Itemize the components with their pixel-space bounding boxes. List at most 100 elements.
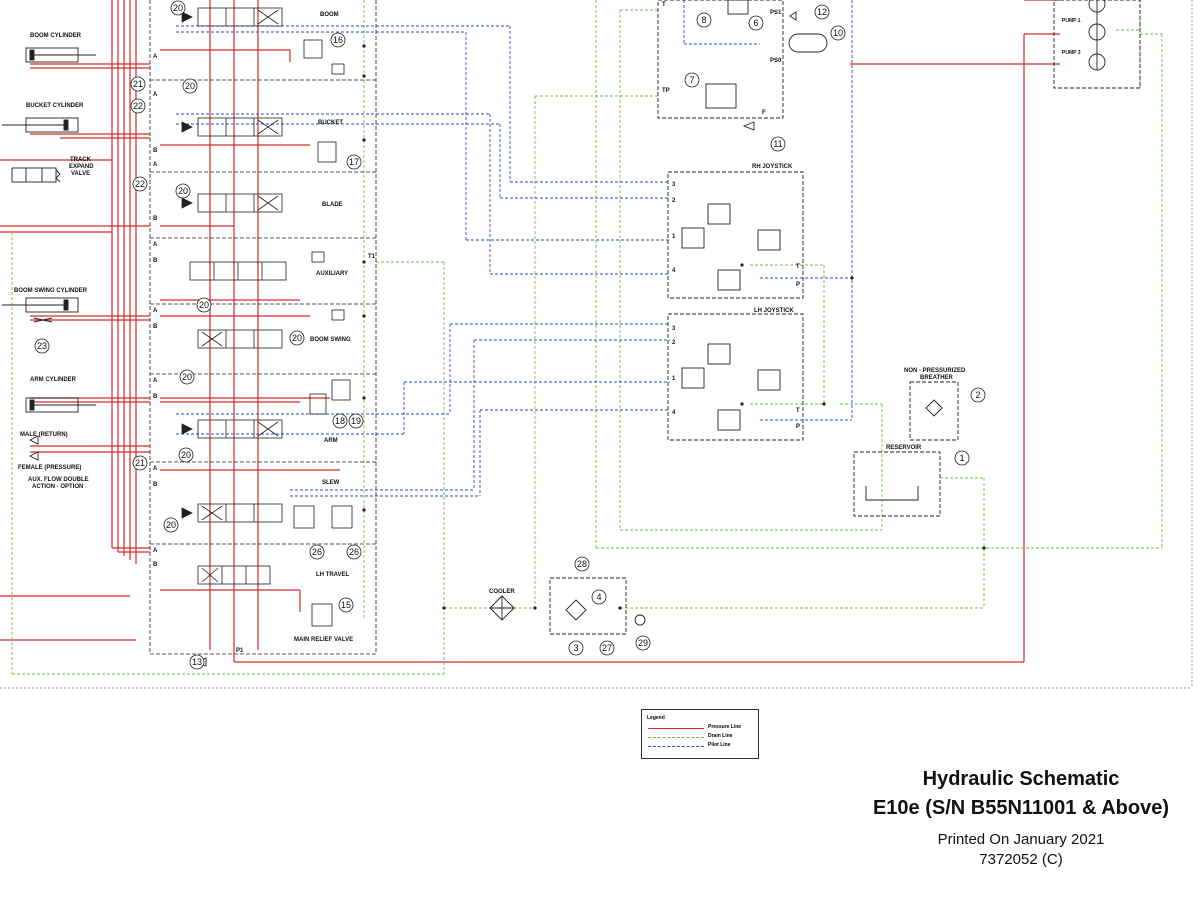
- rh-port-3: 3: [672, 182, 676, 188]
- callout-3: 3: [573, 643, 578, 653]
- port-tp: TP: [662, 88, 670, 94]
- spool-valve-boom: [181, 7, 283, 27]
- callout-21-top: 21: [133, 79, 143, 89]
- callout-27: 27: [602, 643, 612, 653]
- model-title: E10e (S/N B55N11001 & Above): [872, 797, 1170, 819]
- part-number: 7372052 (C): [979, 851, 1063, 868]
- bucket-cylinder: [2, 117, 79, 133]
- breather-label-1: NON - PRESSURIZED: [904, 368, 966, 374]
- legend-row-drain: Drain Line: [648, 733, 753, 741]
- callout-22-a: 22: [133, 101, 143, 111]
- boom-swing-cylinder-label: BOOM SWING CYLINDER: [14, 288, 88, 294]
- callout-20-b: 20: [178, 186, 188, 196]
- blade-label: BLADE: [322, 202, 343, 208]
- schematic-title: Hydraulic Schematic: [922, 768, 1120, 790]
- callout-23: 23: [37, 341, 47, 351]
- port-t1: T1: [368, 254, 376, 260]
- callout-20-c: 20: [199, 300, 209, 310]
- components: [194, 0, 1141, 667]
- port-f: F: [762, 110, 766, 116]
- legend-label-drain: Drain Line: [708, 733, 733, 739]
- female-pressure-label: FEMALE (PRESSURE): [18, 465, 81, 471]
- callout-11: 11: [773, 139, 782, 149]
- callout-19: 19: [351, 416, 361, 426]
- callout-8: 8: [701, 15, 706, 25]
- lh-joystick-label: LH JOYSTICK: [754, 308, 794, 314]
- spool-valve-slew: [181, 503, 283, 523]
- port-b-6: B: [153, 482, 158, 488]
- breather-label-2: BREATHER: [920, 375, 954, 381]
- port-a-1: A: [153, 54, 158, 60]
- callout-10: 10: [833, 28, 843, 38]
- callout-18: 18: [335, 416, 345, 426]
- callout-28: 28: [577, 559, 587, 569]
- port-a-4: A: [153, 242, 158, 248]
- aux-flow-label-1: AUX. FLOW DOUBLE: [28, 477, 89, 483]
- rh-port-2: 2: [672, 198, 676, 204]
- labels: BOOM CYLINDER BUCKET CYLINDER TRACK EXPA…: [14, 2, 1081, 654]
- track-expand-label-3: VALVE: [71, 171, 90, 177]
- port-p1: P1: [236, 648, 244, 654]
- port-b-4: B: [153, 324, 158, 330]
- arm-label: ARM: [324, 438, 338, 444]
- callout-21-b: 21: [135, 458, 145, 468]
- legend-label-pressure: Pressure Line: [708, 724, 742, 730]
- lh-joystick-block: [667, 313, 804, 441]
- port-b-2: B: [153, 216, 158, 222]
- main-relief-valve-label: MAIN RELIEF VALVE: [294, 637, 353, 643]
- callout-7: 7: [689, 75, 694, 85]
- boom-cylinder: [25, 47, 96, 63]
- title-block: Hydraulic Schematic E10e (S/N B55N11001 …: [856, 768, 1186, 870]
- cooler-label: COOLER: [489, 589, 515, 595]
- pump1-label: PUMP 1: [1062, 18, 1081, 24]
- boundary: [0, 0, 1193, 689]
- accumulator: [788, 33, 828, 53]
- lh-port-t: T: [796, 408, 800, 414]
- spool-valve-arm: [181, 419, 283, 439]
- legend-box: Legend Pressure Line Drain Line Pilot Li…: [641, 709, 759, 759]
- breather-box: [909, 381, 959, 441]
- lh-port-2: 2: [672, 340, 676, 346]
- rh-port-1: 1: [672, 234, 676, 240]
- spool-valve-boom-swing: [197, 329, 283, 349]
- rh-joystick-label: RH JOYSTICK: [752, 164, 793, 170]
- spool-valve-blade: [181, 193, 283, 213]
- bucket-label: BUCKET: [318, 120, 343, 126]
- track-expand-label-1: TRACK: [70, 157, 92, 163]
- auxiliary-label: AUXILIARY: [316, 271, 348, 277]
- aux-couplers: [28, 435, 39, 461]
- legend-row-pressure: Pressure Line: [648, 724, 753, 732]
- rh-port-t: T: [796, 264, 800, 270]
- legend-label-pilot: Pilot Line: [708, 742, 731, 748]
- callout-20-f: 20: [181, 450, 191, 460]
- callout-26-a: 26: [312, 547, 322, 557]
- port-a-2: A: [153, 92, 158, 98]
- reservoir-label: RESERVOIR: [886, 445, 922, 451]
- spool-valve-auxiliary: [189, 261, 287, 281]
- boom-label: BOOM: [320, 12, 339, 18]
- lh-port-4: 4: [672, 410, 676, 416]
- callout-4: 4: [596, 592, 601, 602]
- valve-bank: [149, 0, 377, 655]
- port-a-7: A: [153, 466, 158, 472]
- callout-20-g: 20: [166, 520, 176, 530]
- port-b-1: B: [153, 148, 158, 154]
- lh-port-p: P: [796, 424, 800, 430]
- track-expand-label-2: EXPAND: [69, 164, 94, 170]
- port-ps0: PS0: [770, 58, 782, 64]
- callout-12: 12: [817, 7, 827, 17]
- filter-block: [549, 577, 627, 635]
- legend-row-pilot: Pilot Line: [648, 742, 753, 750]
- callout-20-e: 20: [182, 372, 192, 382]
- slew-label: SLEW: [322, 480, 340, 486]
- port-b-7: B: [153, 562, 158, 568]
- callouts: 20 16 21 20 22 17 22 20 20 20 23 20 18 1…: [34, 0, 986, 670]
- aux-flow-label-2: ACTION - OPTION: [32, 484, 83, 490]
- callout-29: 29: [638, 638, 648, 648]
- port-b-3: B: [153, 258, 158, 264]
- arm-cylinder: [25, 397, 96, 413]
- callout-1: 1: [959, 453, 964, 463]
- pilot-valve-block: [657, 0, 784, 119]
- callout-16: 16: [333, 35, 343, 45]
